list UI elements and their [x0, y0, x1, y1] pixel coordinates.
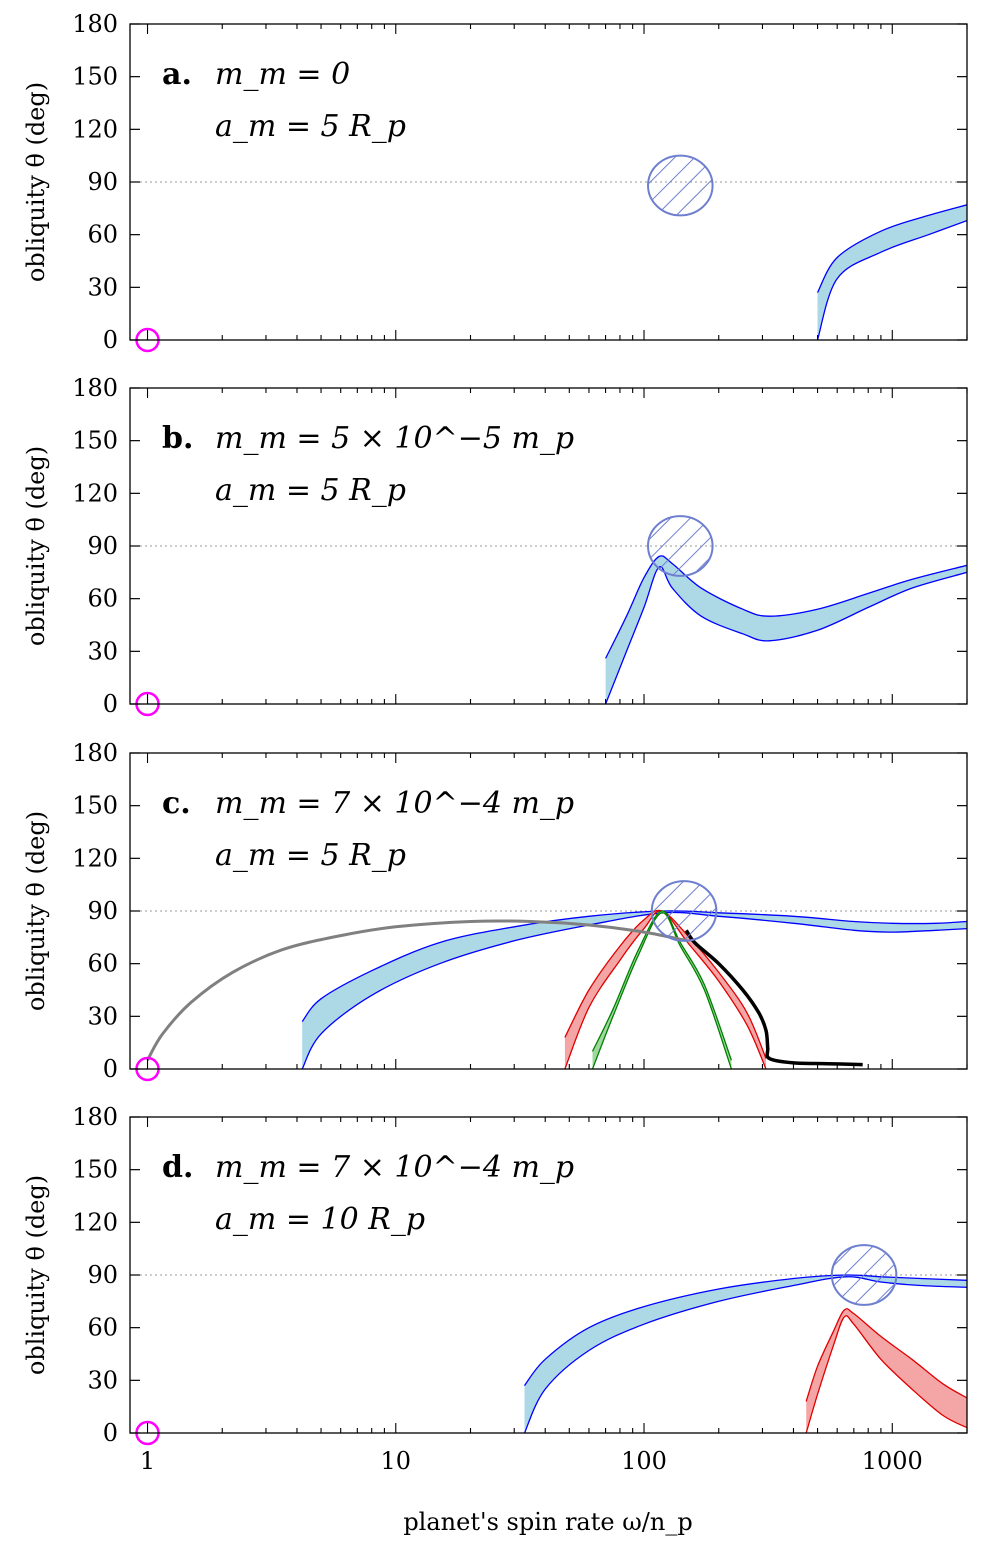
x-tick-label: 1000 — [862, 1447, 923, 1475]
panel-c: 0 30 60 90 120 150 180 obliquity θ (deg) c. m_m =… — [22, 739, 968, 1083]
band-blue-b — [605, 555, 967, 704]
y-tick-label: 90 — [87, 532, 118, 560]
y-tick-label: 30 — [87, 1366, 118, 1394]
y-tick-label: 120 — [72, 1208, 118, 1236]
chart-panels: 0 30 60 90 120 150 180 obliquity θ (deg) a. m_m =… — [22, 10, 968, 1475]
y-tick-label: 30 — [87, 637, 118, 665]
y-tick-label: 60 — [87, 585, 118, 613]
panel-moon-distance: a_m = 5 R_p — [215, 109, 406, 144]
band-blue-d — [524, 1274, 967, 1433]
panel-a: 0 30 60 90 120 150 180 obliquity θ (deg) a. m_m =… — [22, 10, 968, 354]
band-edge-low-blue — [816, 219, 967, 340]
panel-letter: d. — [162, 1150, 193, 1185]
band-red-d — [806, 1308, 967, 1433]
panel-d: 0 30 60 90 120 150 180 1 10 100 1000 obliquity θ (d… — [22, 1103, 968, 1475]
band-edge-high-blue — [523, 1274, 967, 1386]
hatched-region-d — [830, 1244, 898, 1306]
y-tick-label: 150 — [72, 792, 118, 820]
panel-moon-mass: m_m = 5 × 10^−5 m_p — [215, 421, 574, 456]
panel-moon-distance: a_m = 10 R_p — [215, 1202, 425, 1237]
hatched-region-b — [647, 515, 714, 577]
y-tick-label: 0 — [103, 326, 118, 354]
y-tick-label: 120 — [72, 479, 118, 507]
band-edge-high-blue — [605, 555, 967, 659]
track-black-c — [684, 929, 863, 1067]
y-tick-label: 60 — [87, 1314, 118, 1342]
y-tick-label: 60 — [87, 950, 118, 978]
hatched-region-a — [647, 154, 714, 217]
y-tick-label: 30 — [87, 273, 118, 301]
hatched-region-c — [650, 880, 718, 942]
band-edge-low-blue — [523, 1276, 967, 1433]
plot-area-d — [130, 1244, 967, 1433]
y-tick-label: 90 — [87, 168, 118, 196]
band-edge-low-blue — [604, 566, 967, 704]
y-tick-label: 180 — [72, 374, 118, 402]
y-tick-label: 150 — [72, 427, 118, 455]
band-edge-low-red — [805, 1315, 967, 1433]
y-tick-label: 180 — [72, 1103, 118, 1131]
panel-letter: b. — [162, 421, 193, 456]
x-tick-label: 10 — [380, 1447, 411, 1475]
y-axis-title: obliquity θ (deg) — [22, 811, 50, 1011]
panel-b: 0 30 60 90 120 150 180 obliquity θ (deg) b. m_m =… — [22, 374, 968, 718]
panel-moon-mass: m_m = 7 × 10^−4 m_p — [215, 1150, 574, 1185]
panel-letter: c. — [162, 786, 191, 821]
track-grey-c — [146, 919, 688, 1061]
panel-moon-mass: m_m = 7 × 10^−4 m_p — [215, 786, 574, 821]
band-blue-c — [302, 910, 967, 1069]
y-axis-title: obliquity θ (deg) — [22, 82, 50, 282]
y-tick-label: 180 — [72, 10, 118, 38]
y-tick-label: 180 — [72, 739, 118, 767]
y-tick-label: 150 — [72, 1156, 118, 1184]
x-axis-title: planet's spin rate ω/n_p — [403, 1508, 692, 1536]
panel-moon-distance: a_m = 5 R_p — [215, 473, 406, 508]
y-tick-label: 90 — [87, 1261, 118, 1289]
panel-moon-mass: m_m = 0 — [215, 57, 350, 92]
band-red-c — [564, 910, 766, 1069]
x-tick-label: 1 — [140, 1447, 155, 1475]
y-tick-label: 0 — [103, 1055, 118, 1083]
y-tick-label: 60 — [87, 221, 118, 249]
plot-area-c — [130, 880, 967, 1069]
plot-area-a — [130, 154, 967, 340]
plot-area-b — [130, 515, 967, 704]
band-blue-a — [817, 204, 967, 340]
band-edge-high-red — [805, 1308, 967, 1402]
y-tick-label: 90 — [87, 897, 118, 925]
panel-moon-distance: a_m = 5 R_p — [215, 838, 406, 873]
panel-letter: a. — [162, 57, 192, 92]
y-tick-label: 150 — [72, 63, 118, 91]
y-axis-title: obliquity θ (deg) — [22, 1175, 50, 1375]
y-tick-label: 120 — [72, 115, 118, 143]
y-tick-label: 0 — [103, 1419, 118, 1447]
x-tick-label: 100 — [621, 1447, 667, 1475]
band-edge-high-blue — [816, 204, 967, 293]
y-tick-label: 0 — [103, 690, 118, 718]
y-tick-label: 120 — [72, 844, 118, 872]
y-axis-title: obliquity θ (deg) — [22, 446, 50, 646]
y-tick-label: 30 — [87, 1002, 118, 1030]
